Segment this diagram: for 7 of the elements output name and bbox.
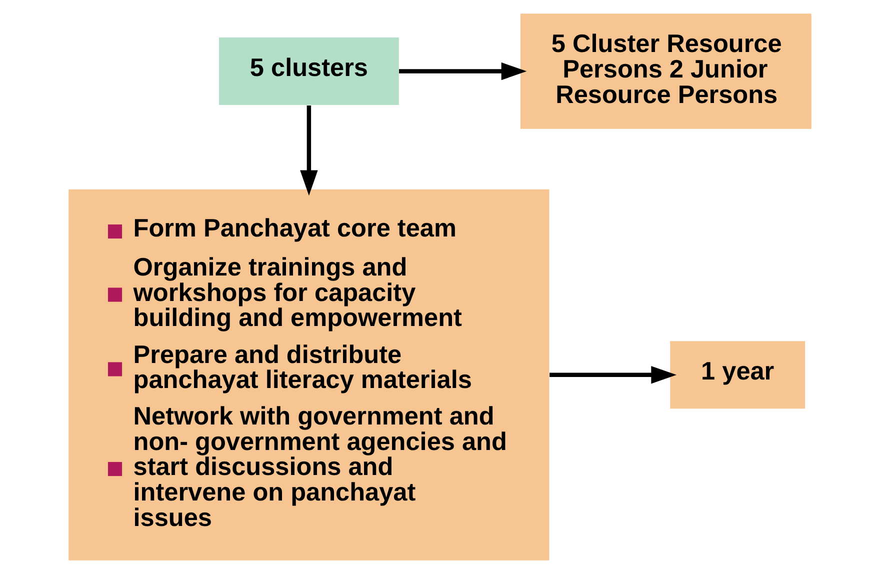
arrow [300, 106, 318, 196]
arrow [549, 366, 676, 384]
node-box: 5 Cluster Resource Persons 2 Junior Resource Persons [520, 14, 811, 129]
arrow [398, 62, 526, 80]
node-box: Form Panchayat core team Organize trainings and workshops for capacity building and empowerment Prepare and distribute panchayat literacy materials Network with government and non- government agencies and start discussions and intervene on panchayat issues [68, 189, 549, 560]
node-box: 1 year [670, 341, 805, 409]
node-box: 5 clusters [218, 38, 398, 105]
